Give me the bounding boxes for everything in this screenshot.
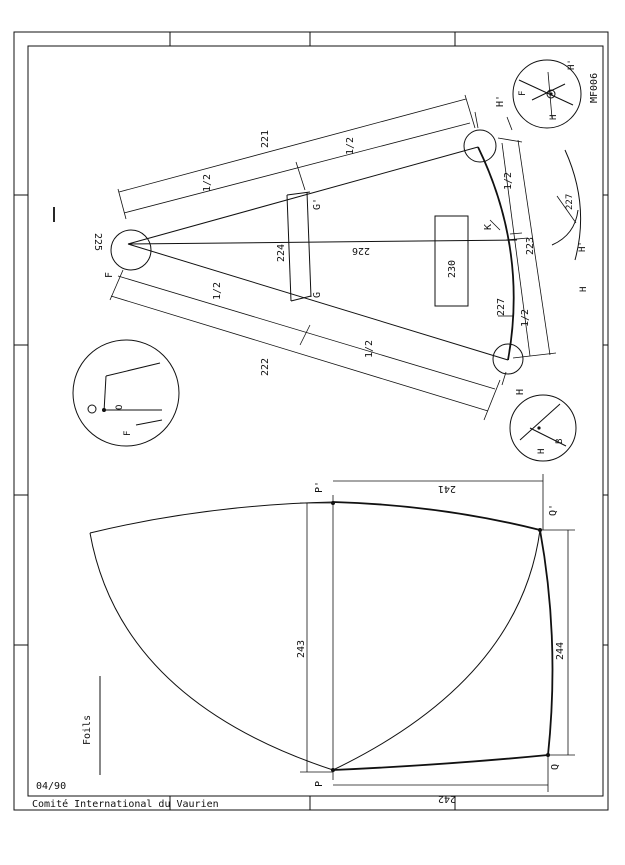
measure-242: 242 [438, 793, 456, 804]
measure-221: 221 [260, 130, 271, 148]
inset-label: F [518, 91, 528, 96]
measure-244: 244 [555, 642, 566, 660]
foil-labels: Foils P P' Q Q' 241 242 243 244 [82, 481, 566, 804]
half-mark: 1/2 [503, 172, 514, 190]
inset-label: F [123, 431, 133, 436]
foil-template [89, 474, 575, 792]
inset-label: H' [567, 59, 577, 70]
measure-226: 226 [352, 245, 370, 256]
sheet-ref: MF006 [589, 73, 600, 103]
vertex-label: G [312, 292, 323, 298]
inset-label: O [115, 405, 125, 410]
measure-222: 222 [260, 358, 271, 376]
measure-241: 241 [438, 483, 456, 494]
measure-223: 223 [525, 237, 536, 255]
inset-label: H [537, 449, 547, 454]
inset-label: H [579, 287, 589, 292]
measure-227: 227 [496, 298, 507, 316]
footer-organisation: Comité International du Vaurien [32, 798, 219, 810]
measure-243: 243 [296, 640, 307, 658]
point-label: Q [550, 764, 561, 770]
point-label: Q' [548, 504, 559, 516]
inset-detail-left: F O [72, 339, 180, 447]
inset-label: H [549, 115, 559, 120]
point-label: P [314, 781, 325, 787]
vertex-label: F [104, 272, 115, 278]
half-mark: 1/2 [520, 309, 531, 327]
inset-label: 227 [565, 194, 575, 210]
inset-detail-top: H F H' [512, 59, 582, 129]
inset-detail-right: H H' 227 [551, 149, 589, 292]
measure-230: 230 [447, 260, 458, 278]
half-mark: 1/2 [202, 174, 213, 192]
sheet-date: 04/90 [36, 781, 66, 792]
vertex-label: H' [495, 95, 506, 107]
sheet-frame [13, 31, 609, 811]
measure-224: 224 [276, 244, 287, 262]
inset-label: H' [578, 241, 588, 252]
vertex-label: H [515, 389, 526, 395]
vertex-label: G' [312, 198, 323, 210]
measure-225: 225 [92, 233, 103, 251]
half-mark: 1/2 [212, 282, 223, 300]
sail-template [109, 94, 557, 421]
point-label: P' [314, 481, 325, 493]
vertex-label: K [483, 224, 494, 230]
inset-label: B [555, 439, 565, 444]
inset-detail-bottom: H B [509, 394, 577, 462]
foil-title: Foils [82, 715, 93, 745]
sail-labels: F G G' H H' K 221 222 223 224 225 226 22… [92, 95, 536, 395]
half-mark: 1/2 [345, 137, 356, 155]
half-mark: 1/2 [364, 340, 375, 358]
